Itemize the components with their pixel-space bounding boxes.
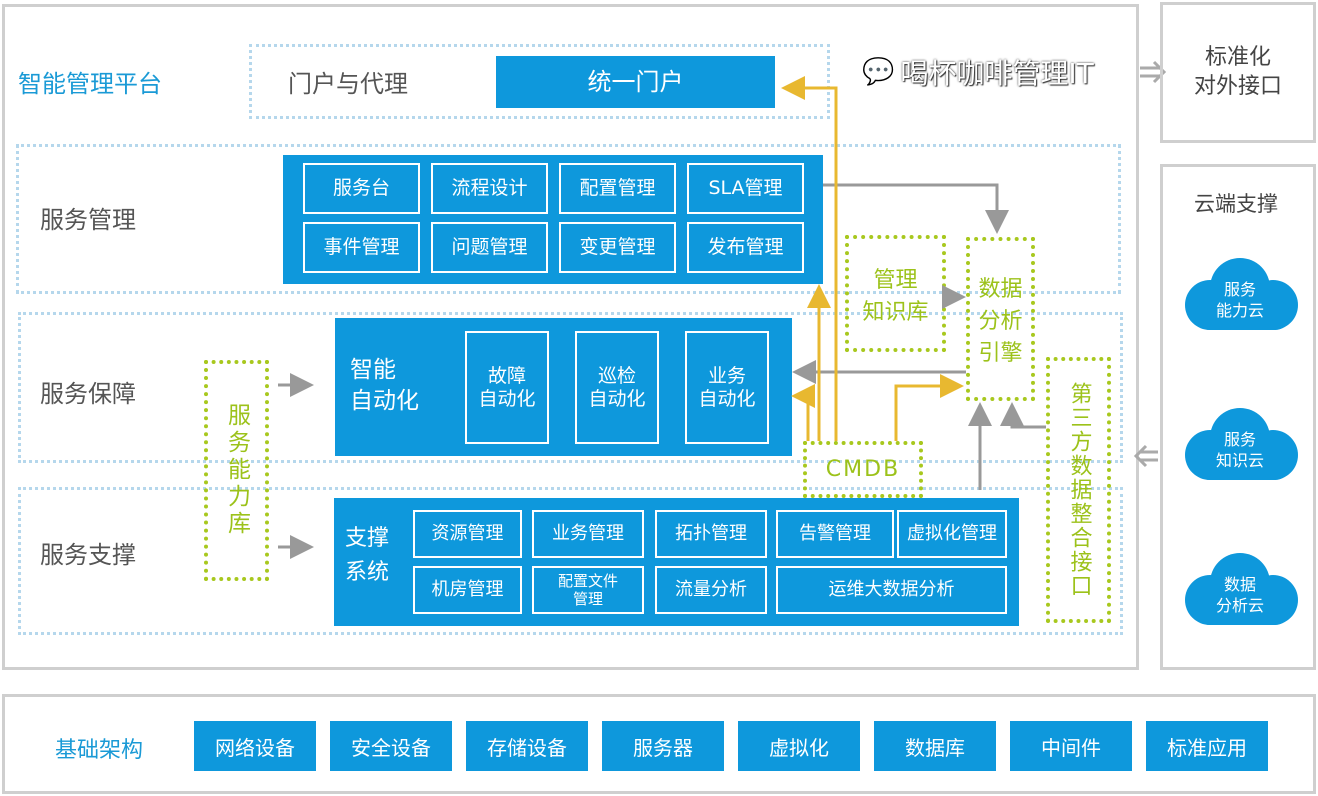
- support-item: 虚拟化管理: [897, 510, 1007, 558]
- service-mgmt-item: 问题管理: [431, 222, 548, 273]
- support-item: 拓扑管理: [655, 510, 767, 558]
- intelligent-automation: 智能 自动化: [350, 357, 419, 415]
- support-panel: [334, 498, 1019, 626]
- service-mgmt-layer: [16, 144, 1121, 294]
- platform-title: 智能管理平台: [18, 70, 162, 98]
- infrastructure-label: 基础架构: [55, 738, 144, 763]
- infrastructure-frame: [2, 694, 1316, 794]
- arrow-from-cloud: [1133, 444, 1158, 468]
- watermark-text: 喝杯咖啡管理IT: [900, 57, 1094, 90]
- automation-item: 故障 自动化: [465, 331, 549, 444]
- external-interface-box: 标准化 对外接口: [1160, 2, 1316, 143]
- arrow-thirdparty-to-engine: [1000, 402, 1046, 429]
- portal-label: 门户与代理: [288, 70, 408, 98]
- service-mgmt-label: 服务管理: [40, 206, 136, 234]
- external-interface-label: 标准化 对外接口: [1193, 44, 1282, 99]
- service-mgmt-item: SLA管理: [687, 163, 804, 214]
- arrow-cmdb-to-portal: [781, 76, 838, 441]
- data-analysis-engine: 数据 分析 引擎: [966, 237, 1035, 401]
- support-item: 资源管理: [413, 510, 522, 558]
- portal-layer: [249, 44, 830, 119]
- cloud-icon: [1185, 258, 1298, 330]
- automation-item: 巡检 自动化: [575, 331, 659, 444]
- service-mgmt-item: 流程设计: [431, 163, 548, 214]
- infrastructure-item: 标准应用: [1146, 721, 1268, 771]
- support-item: 告警管理: [776, 510, 894, 558]
- automation-item: 业务 自动化: [685, 331, 769, 444]
- support-item: 业务管理: [532, 510, 644, 558]
- watermark: 💬 喝杯咖啡管理IT: [862, 52, 1094, 92]
- support-system-label: 支撑 系统: [345, 526, 390, 586]
- service-assurance-label: 服务保障: [40, 380, 136, 408]
- infrastructure-item: 数据库: [874, 721, 996, 771]
- arrow-cmdb-to-automation: [791, 384, 815, 441]
- arrow-to-external: [1140, 60, 1167, 84]
- service-mgmt-item: 事件管理: [303, 222, 420, 273]
- support-item: 运维大数据分析: [776, 566, 1007, 614]
- infrastructure-item: 中间件: [1010, 721, 1132, 771]
- service-support-layer: [18, 487, 1123, 635]
- capability-library: 服务能力库: [204, 360, 269, 581]
- service-assurance-layer: [18, 312, 1123, 463]
- infrastructure-item: 安全设备: [330, 721, 452, 771]
- cloud-label: 数据 分析云: [1215, 575, 1264, 615]
- automation-panel: [335, 318, 792, 456]
- support-item: 流量分析: [655, 566, 767, 614]
- cloud-icon: [1185, 553, 1298, 625]
- service-mgmt-panel: [283, 155, 823, 284]
- cloud-icon: [1185, 408, 1298, 480]
- service-support-label: 服务支撑: [40, 541, 136, 569]
- support-item: 配置文件 管理: [532, 566, 644, 614]
- cloud-label: 服务 能力云: [1215, 280, 1264, 320]
- cloud-label: 服务 知识云: [1215, 430, 1264, 470]
- service-mgmt-item: 发布管理: [687, 222, 804, 273]
- service-mgmt-item: 配置管理: [559, 163, 676, 214]
- support-item: 机房管理: [413, 566, 522, 614]
- platform-frame: [2, 4, 1139, 670]
- infrastructure-item: 网络设备: [194, 721, 316, 771]
- service-mgmt-item: 变更管理: [559, 222, 676, 273]
- infrastructure-item: 服务器: [602, 721, 724, 771]
- arrow-cmdb-to-engine: [894, 374, 964, 441]
- cloud-support-box: [1160, 164, 1316, 670]
- infrastructure-item: 存储设备: [466, 721, 588, 771]
- wechat-icon: 💬: [862, 57, 895, 87]
- cmdb: CMDB: [803, 441, 923, 498]
- infrastructure-item: 虚拟化: [738, 721, 860, 771]
- third-party-integration: 第三方数据整合接口: [1046, 357, 1111, 623]
- cloud-support-title: 云端支撑: [1194, 192, 1278, 216]
- arrow-mgmt-to-engine: [823, 183, 1009, 234]
- service-mgmt-item: 服务台: [303, 163, 420, 214]
- unified-portal: 统一门户: [496, 56, 775, 108]
